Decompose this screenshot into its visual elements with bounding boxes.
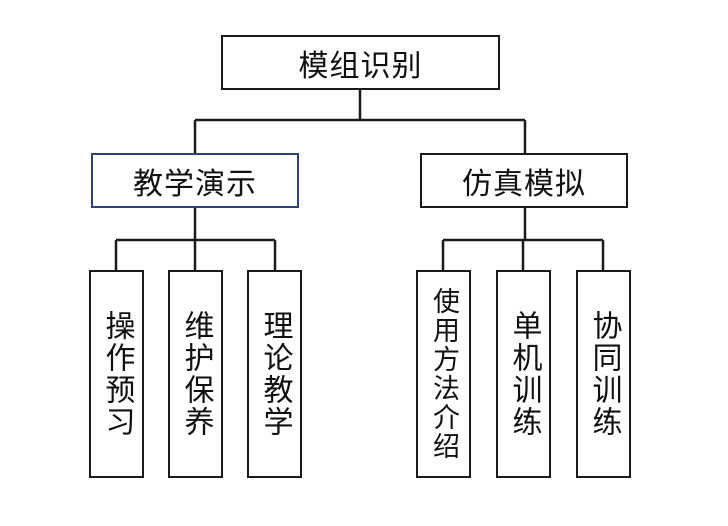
leaf-node-collab-training[interactable]: 协同训练 <box>576 270 631 478</box>
leaf-node-label: 维护保养 <box>178 310 214 438</box>
branch-node-label: 仿真模拟 <box>462 166 586 202</box>
root-node[interactable]: 模组识别 <box>221 35 500 90</box>
leaf-node-theory-teaching[interactable]: 理论教学 <box>247 270 302 478</box>
leaf-node-label: 协同训练 <box>586 310 622 438</box>
branch-node-simulation[interactable]: 仿真模拟 <box>420 153 628 208</box>
branch-node-teaching-demo[interactable]: 教学演示 <box>91 153 299 208</box>
leaf-node-operation-preview[interactable]: 操作预习 <box>89 270 144 478</box>
leaf-node-label: 单机训练 <box>506 310 542 438</box>
branch-node-label: 教学演示 <box>133 166 257 202</box>
leaf-node-label: 操作预习 <box>99 310 135 438</box>
root-node-label: 模组识别 <box>298 48 423 84</box>
leaf-node-label: 理论教学 <box>257 310 293 438</box>
leaf-node-label: 使用方法介绍 <box>428 287 459 461</box>
leaf-node-usage-intro[interactable]: 使用方法介绍 <box>416 270 471 478</box>
leaf-node-single-training[interactable]: 单机训练 <box>496 270 551 478</box>
leaf-node-maintenance[interactable]: 维护保养 <box>168 270 223 478</box>
